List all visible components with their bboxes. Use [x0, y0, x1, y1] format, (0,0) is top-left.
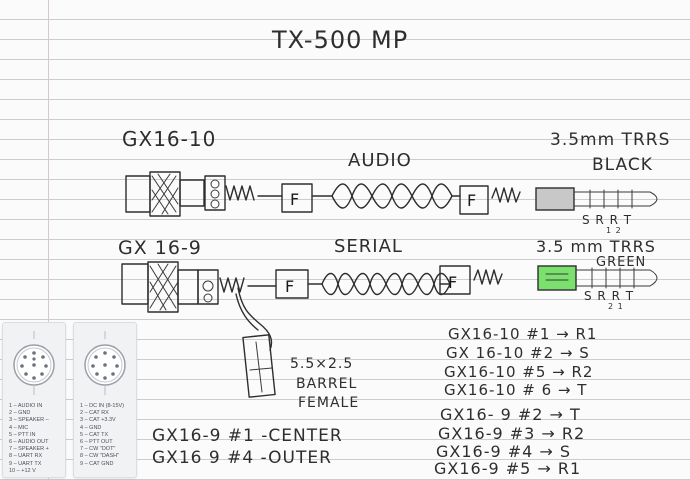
barrel-line2: BARREL — [296, 376, 357, 392]
audio-label: AUDIO — [348, 150, 412, 171]
audio-spring-right — [491, 187, 521, 203]
power-note-outer: GX16 9 #4 -OUTER — [152, 448, 332, 468]
serial-spring-right — [473, 269, 503, 285]
barrel-line1: 5.5×2.5 — [290, 356, 353, 372]
pinout-entry: 9 – CAT GND — [80, 460, 114, 467]
pinout-entry: 3 – SPEAKER – — [9, 417, 49, 424]
ferrite-glyph: F — [467, 191, 476, 210]
knurl-hatch — [149, 263, 179, 311]
trrs-black-pin-sub: 1 2 — [606, 226, 622, 235]
gx16-9-connector-icon — [84, 331, 126, 395]
gx16-10-label: GX16-10 — [122, 127, 216, 151]
pinout-entry: 1 – AUDIO IN — [9, 403, 43, 409]
gx16-10-connector-icon — [13, 331, 55, 395]
pinout-entry: 7 – CW "DOT" — [80, 446, 116, 453]
pinout-entry: 2 – CAT RX — [80, 410, 109, 417]
serial-ferrite-right — [439, 265, 471, 295]
serial-cable: F F S R R T 2 1 — [121, 261, 658, 313]
power-note-center: GX16-9 #1 -CENTER — [152, 426, 343, 446]
pinout-entry: 5 – PTT IN — [9, 431, 36, 438]
trrs-black-pins: S R R T — [582, 213, 632, 227]
audio-ferrite-left — [281, 183, 313, 213]
gx16-10-body — [125, 175, 151, 213]
pinout-entry: 2 – GND — [9, 410, 31, 417]
barrel-jack-body — [242, 334, 276, 398]
gx16-9-label: GX 16-9 — [118, 237, 202, 259]
serial-label: SERIAL — [334, 236, 403, 257]
pinout-entry: 9 – UART TX — [9, 460, 42, 467]
serial-spring-left — [219, 277, 245, 293]
pinout-entry: 4 – MIC — [9, 424, 29, 431]
barrel-line3: FEMALE — [298, 395, 359, 411]
pinout-entry: 4 – GND — [80, 424, 102, 431]
pinout-entry: 10 – +12 V — [9, 467, 36, 474]
trrs-black-line1: 3.5mm TRRS — [550, 130, 670, 150]
mapping-9-row: GX16-9 #3 → R2 — [438, 424, 585, 443]
mapping-10-row: GX16-10 #1 → R1 — [448, 325, 597, 343]
audio-ferrite-right — [459, 185, 489, 215]
trrs-green-pin-sub: 2 1 — [608, 302, 624, 311]
pinout-entry: 3 – CAT +3.3V — [80, 417, 116, 424]
pinout-entry: 7 – SPEAKER + — [9, 446, 49, 453]
ferrite-glyph: F — [285, 277, 294, 296]
ferrite-glyph: F — [448, 273, 457, 292]
audio-twisted-pair-b — [331, 183, 453, 209]
ferrite-glyph: F — [290, 190, 299, 209]
mapping-9-row: GX16- 9 #2 → T — [440, 405, 581, 424]
knurl-hatch — [151, 173, 179, 215]
audio-cable: F F S R R T 1 2 — [125, 171, 658, 235]
margin-line — [48, 0, 49, 480]
gx16-9-strain — [177, 269, 199, 305]
pinout-entry: 8 – UART RX — [9, 453, 43, 460]
trrs-green-line1: 3.5 mm TRRS — [536, 237, 656, 256]
gx16-10-strain — [179, 179, 205, 207]
mapping-10-row: GX 16-10 #2 → S — [446, 344, 590, 362]
barrel-wire — [237, 287, 273, 351]
pinout-entry: 1 – DC IN (8-15V) — [80, 403, 125, 409]
pinout-entry: 6 – PTT OUT — [80, 439, 113, 446]
barrel-branch: 5.5×2.5 BARREL FEMALE — [235, 287, 359, 411]
gx16-9-body — [121, 263, 149, 305]
mapping-9-row: GX16-9 #5 → R1 — [434, 459, 581, 478]
mapping-9-row: GX16-9 #4 → S — [436, 442, 571, 461]
trrs-black-tip — [573, 189, 658, 209]
audio-spring-left — [225, 185, 255, 201]
trrs-black-plug — [535, 187, 575, 211]
serial-twisted-pair-b — [321, 272, 451, 296]
trrs-green-tip — [575, 267, 658, 289]
mapping-10-row: GX16-10 # 6 → T — [444, 381, 587, 399]
trrs-black-line2: BLACK — [592, 155, 653, 175]
trrs-green-pins: S R R T — [584, 289, 634, 303]
title: TX-500 MP — [271, 26, 408, 54]
trrs-green-plug — [537, 265, 577, 291]
mapping-10-row: GX16-10 #5 → R2 — [444, 363, 593, 381]
gx16-9-screws — [197, 269, 219, 305]
gx16-10-screws — [204, 175, 226, 211]
pinout-entry: 5 – CAT TX — [80, 431, 109, 438]
pinout-entry: 8 – CW "DASH" — [80, 453, 120, 460]
trrs-green-line2: GREEN — [596, 255, 646, 270]
pinout-entry: 6 – AUDIO OUT — [9, 439, 49, 446]
